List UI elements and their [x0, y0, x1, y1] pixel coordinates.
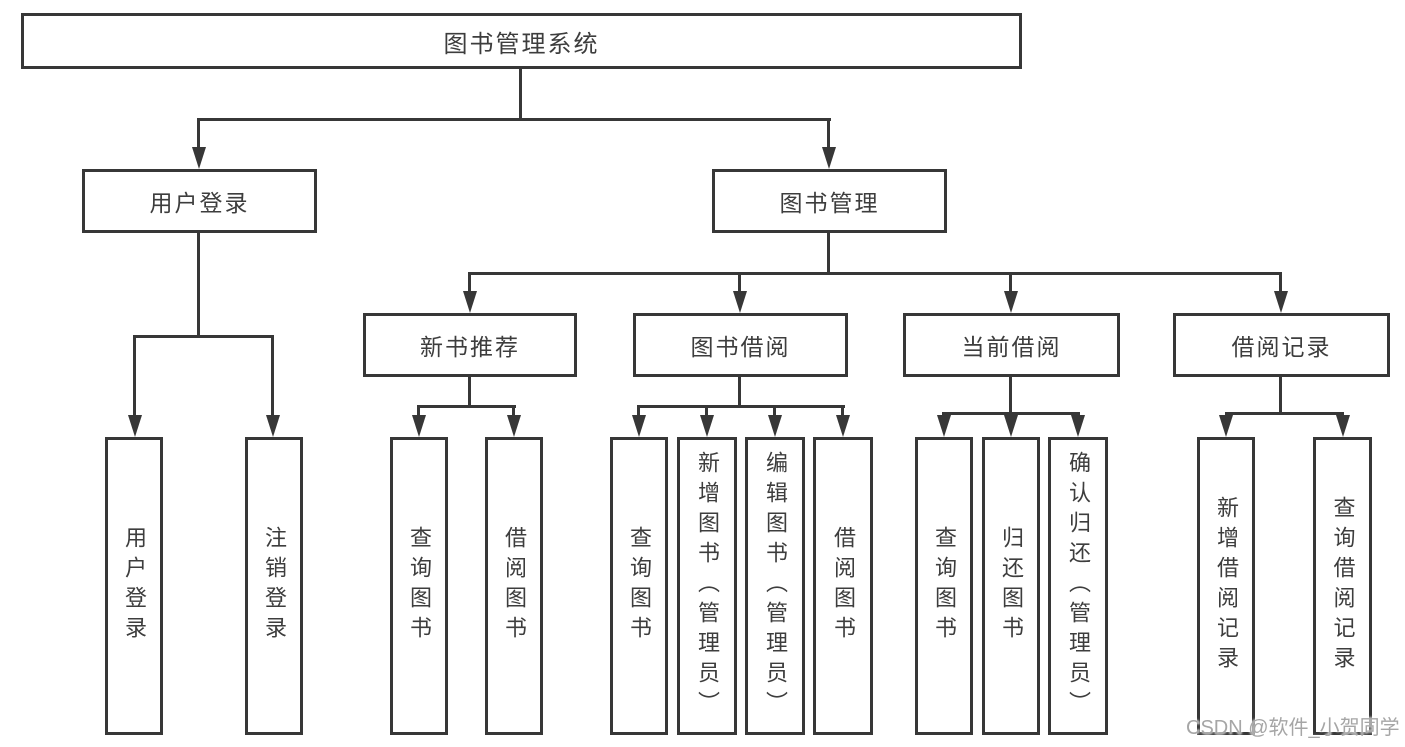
node-add-borrow-record: 新增借阅记录	[1197, 437, 1255, 735]
node-label: 新书推荐	[420, 334, 520, 360]
connector-line	[468, 272, 471, 294]
connector-line	[1279, 377, 1282, 415]
node-book-borrowing: 图书借阅	[633, 313, 848, 377]
node-label: 新增图书（管理员）	[695, 451, 720, 721]
connector-line	[197, 233, 200, 338]
arrow-down-icon	[463, 291, 477, 313]
arrow-down-icon	[632, 415, 646, 437]
node-label: 注销登录	[262, 526, 287, 646]
node-label: 确认归还（管理员）	[1066, 451, 1091, 721]
node-label: 编辑图书（管理员）	[763, 451, 788, 721]
connector-line	[133, 335, 274, 338]
connector-line	[773, 405, 776, 417]
node-label: 查询图书	[932, 526, 957, 646]
arrow-down-icon	[733, 291, 747, 313]
arrow-down-icon	[937, 415, 951, 437]
node-query-book-current: 查询图书	[915, 437, 973, 735]
node-label: 借阅记录	[1231, 334, 1332, 360]
connector-line	[841, 405, 844, 417]
connector-line	[1009, 377, 1012, 415]
arrow-down-icon	[412, 415, 426, 437]
arrow-down-icon	[1274, 291, 1288, 313]
arrow-down-icon	[836, 415, 850, 437]
node-add-book-admin: 新增图书（管理员）	[677, 437, 737, 735]
node-user-login-branch: 用户登录	[82, 169, 317, 233]
connector-line	[827, 233, 830, 275]
connector-line	[738, 272, 741, 294]
node-return-book: 归还图书	[982, 437, 1040, 735]
node-query-book-recommend: 查询图书	[390, 437, 448, 735]
node-borrow-book-recommend: 借阅图书	[485, 437, 543, 735]
connector-line	[417, 405, 420, 417]
node-label: 当前借阅	[961, 334, 1062, 360]
connector-line	[738, 377, 741, 408]
node-label: 查询借阅记录	[1330, 496, 1356, 676]
node-logout: 注销登录	[245, 437, 303, 735]
arrow-down-icon	[192, 147, 206, 169]
connector-line	[133, 335, 136, 417]
arrow-down-icon	[266, 415, 280, 437]
connector-line	[197, 118, 831, 121]
node-new-book-recommend: 新书推荐	[363, 313, 577, 377]
node-book-management: 图书管理	[712, 169, 947, 233]
connector-line	[197, 118, 200, 150]
node-label: 归还图书	[999, 526, 1024, 646]
node-root: 图书管理系统	[21, 13, 1022, 69]
arrow-down-icon	[507, 415, 521, 437]
connector-line	[468, 377, 471, 408]
node-label: 查询图书	[627, 526, 652, 646]
connector-line	[637, 405, 845, 408]
arrow-down-icon	[768, 415, 782, 437]
arrow-down-icon	[1071, 415, 1085, 437]
node-label: 借阅图书	[502, 526, 527, 646]
connector-line	[271, 335, 274, 417]
node-label: 用户登录	[149, 190, 250, 216]
node-current-borrowing: 当前借阅	[903, 313, 1120, 377]
connector-line	[417, 405, 516, 408]
node-borrow-book-borrowing: 借阅图书	[813, 437, 873, 735]
arrow-down-icon	[1219, 415, 1233, 437]
node-query-book-borrowing: 查询图书	[610, 437, 668, 735]
arrow-down-icon	[822, 147, 836, 169]
watermark: CSDN @软件_小贺同学	[1186, 717, 1400, 739]
node-label: 图书管理	[779, 190, 880, 216]
connector-line	[512, 405, 515, 417]
connector-line	[1225, 412, 1344, 415]
node-borrowing-records: 借阅记录	[1173, 313, 1390, 377]
arrow-down-icon	[1336, 415, 1350, 437]
connector-line	[942, 412, 1080, 415]
connector-line	[827, 118, 830, 150]
connector-line	[1279, 272, 1282, 294]
node-label: 借阅图书	[831, 526, 856, 646]
node-label: 新增借阅记录	[1214, 496, 1239, 676]
connector-line	[1009, 272, 1012, 294]
connector-line	[705, 405, 708, 417]
arrow-down-icon	[128, 415, 142, 437]
node-label: 查询图书	[407, 526, 432, 646]
node-edit-book-admin: 编辑图书（管理员）	[745, 437, 805, 735]
node-label: 图书借阅	[690, 334, 791, 360]
node-query-borrow-record: 查询借阅记录	[1313, 437, 1372, 735]
connector-line	[519, 69, 522, 121]
arrow-down-icon	[700, 415, 714, 437]
node-confirm-return-admin: 确认归还（管理员）	[1048, 437, 1108, 735]
node-user-login-leaf: 用户登录	[105, 437, 163, 735]
connector-line	[637, 405, 640, 417]
connector-line	[468, 272, 1282, 275]
node-root-label: 图书管理系统	[443, 30, 600, 58]
arrow-down-icon	[1004, 291, 1018, 313]
arrow-down-icon	[1004, 415, 1018, 437]
node-label: 用户登录	[122, 526, 147, 646]
